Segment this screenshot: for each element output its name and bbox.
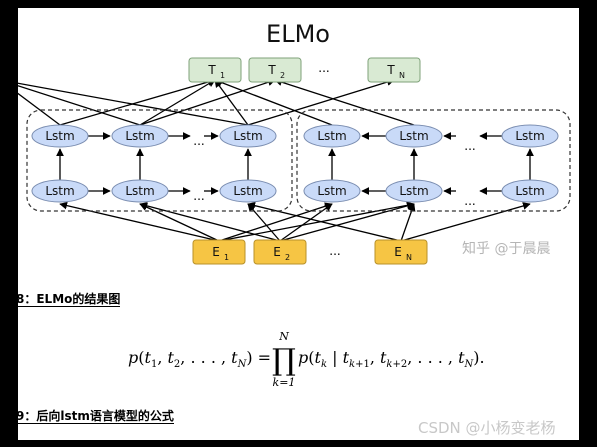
input-arrow [218,202,333,242]
input-arrow [279,202,415,242]
lstm-node-label: Lstm [317,184,346,198]
lstm-node [303,179,361,203]
input-arrow [218,201,415,242]
lstm-node [501,179,559,203]
output-token-box [367,57,421,83]
output-arrow [214,79,249,126]
input-arrow [247,203,281,242]
output-token-label: T [386,63,395,77]
input-token-label: E [394,245,402,259]
lstm-node-label: Lstm [515,129,544,143]
lstm-node-label: Lstm [125,129,154,143]
output-arrow [274,78,415,126]
lstm-node-label: Lstm [317,129,346,143]
lstm-node-label: Lstm [233,129,262,143]
backward-bottom-ellipsis: ... [464,194,475,208]
product-lower-limit: k=1 [273,376,296,389]
output-token-box [248,57,302,83]
input-token-subscript: 1 [224,253,229,262]
forward-bottom-ellipsis: ... [193,189,204,203]
backward-top-ellipsis: ... [464,139,475,153]
diagram-title: ELMo [266,20,330,48]
input-token-subscript: N [406,253,412,262]
lstm-node [385,179,443,203]
output-arrow [0,78,141,126]
output-arrow [0,79,61,126]
product-upper-limit: N [278,332,289,343]
input-token-box [253,239,307,265]
output-arrow [0,77,249,126]
input-token-box [374,239,428,265]
lstm-node [31,179,89,203]
lstm-node-label: Lstm [125,184,154,198]
lstm-node [385,124,443,148]
lstm-node [501,124,559,148]
lstm-node-label: Lstm [399,129,428,143]
zhihu-watermark: 知乎 @于晨晨 [462,241,551,257]
output-token-subscript: 1 [220,71,225,80]
forward-top-ellipsis: ... [193,134,204,148]
backward-lm-formula: p(t1, t2, . . . , tN) = N ∏ k=1 p(tk | t… [0,332,597,392]
forward-lstm-group [26,109,293,212]
lstm-node [111,124,169,148]
input-arrow [247,201,402,242]
figure-8-caption: 图8：ELMo的结果图 [4,292,121,307]
input-arrow [400,202,531,242]
formula-lhs: p(t1, t2, . . . , tN) = [128,348,271,370]
output-token-label: T [267,63,276,77]
lstm-node [31,124,89,148]
input-arrow [59,201,220,242]
lstm-node [219,124,277,148]
lstm-node-label: Lstm [45,184,74,198]
input-token-subscript: 2 [285,253,290,262]
output-arrow [247,78,395,126]
output-arrow [59,78,216,126]
input-ellipsis: ... [329,244,340,258]
input-token-box [192,239,246,265]
output-token-label: T [207,63,216,77]
input-arrow [400,203,416,242]
input-arrow [139,203,220,242]
backward-lstm-group [296,109,571,212]
formula-rhs: p(tk | tk+1, tk+2, . . . , tN). [298,348,485,370]
lstm-node-label: Lstm [399,184,428,198]
output-arrow [139,78,276,126]
input-token-label: E [212,245,220,259]
input-token-label: E [273,245,281,259]
output-arrow [139,79,216,126]
csdn-watermark: CSDN @小杨变老杨 [418,419,556,437]
lstm-node-label: Lstm [45,129,74,143]
output-token-subscript: 2 [280,71,285,80]
product-symbol: ∏ [272,343,296,378]
lstm-node [303,124,361,148]
lstm-node-label: Lstm [515,184,544,198]
lstm-node [219,179,277,203]
input-arrow [139,202,281,242]
output-token-box [188,57,242,83]
lstm-node-label: Lstm [233,184,262,198]
output-arrow [214,78,333,126]
figure-9-caption: 图9：后向lstm语言模型的公式 [4,409,174,424]
lstm-node [111,179,169,203]
output-token-subscript: N [399,71,405,80]
output-ellipsis: ... [318,61,329,75]
input-arrow [279,203,333,242]
